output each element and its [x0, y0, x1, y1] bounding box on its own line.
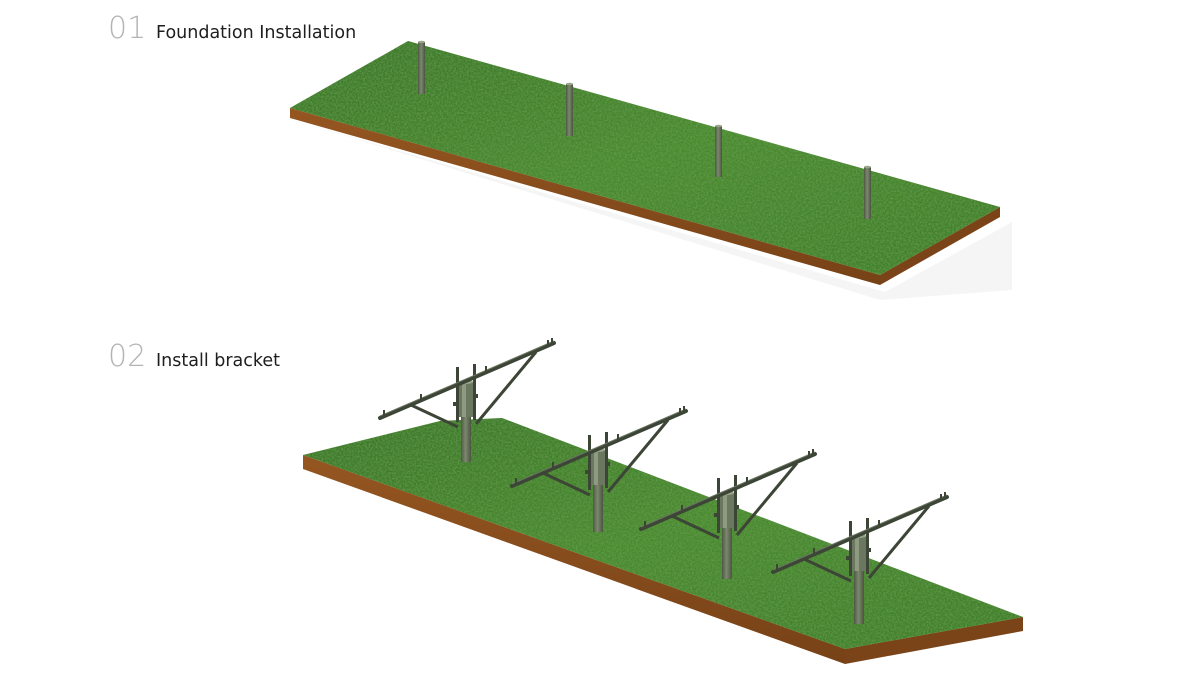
step-heading-2: 02 Install bracket	[108, 339, 280, 374]
foundation-post-2	[566, 82, 573, 136]
soil-front-face	[290, 108, 880, 285]
foundation-post-1	[418, 40, 425, 94]
bracket-1	[378, 338, 556, 462]
soil-side-face	[845, 617, 1023, 664]
foundation-post-4	[864, 165, 871, 219]
step-heading-1: 01 Foundation Installation	[108, 11, 356, 46]
foundation-post-3	[715, 124, 722, 177]
grass-top	[290, 41, 1000, 275]
step-title: Install bracket	[156, 351, 281, 371]
bracket-3	[639, 449, 817, 579]
step-number: 02	[108, 339, 147, 374]
step-title: Foundation Installation	[156, 23, 357, 43]
grass-top	[303, 418, 1023, 649]
foundation-slab-illustration	[290, 40, 1012, 300]
soil-front-face	[303, 455, 845, 664]
soil-side-face	[880, 207, 1000, 285]
bracket-slab-illustration	[303, 338, 1023, 664]
step-number: 01	[108, 11, 147, 46]
bracket-2	[510, 406, 688, 532]
bracket-4	[771, 492, 949, 624]
